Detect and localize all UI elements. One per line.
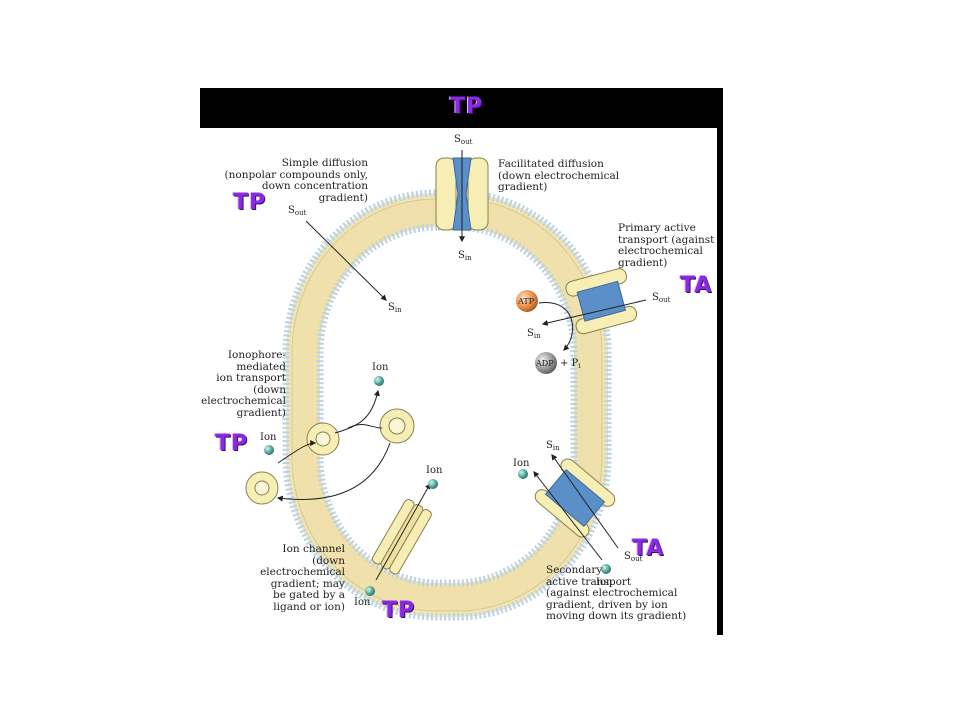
ionophore-arrow-out bbox=[334, 389, 380, 434]
adp-molecule bbox=[535, 352, 557, 374]
simple-diffusion-arrow bbox=[305, 220, 387, 301]
tag-ionophore: TP bbox=[215, 431, 249, 456]
ionophore-arrow-return bbox=[276, 442, 391, 502]
ionophore-label: Ionophore- mediated ion transport (down … bbox=[201, 349, 286, 419]
secondary-ion-inside-label: Ion bbox=[513, 458, 530, 469]
secondary-ion-outside-label: Ion bbox=[596, 577, 613, 588]
ion-left-label: Ion bbox=[260, 432, 277, 443]
primary-sout: Sout bbox=[652, 292, 671, 304]
ion-channel-outside bbox=[365, 586, 375, 596]
primary-transport-arrow bbox=[541, 299, 647, 326]
membrane-transport-diagram: Sout Sin Sout Sin ATP Sout Sin ADP + Pi bbox=[245, 134, 671, 621]
atp-molecule bbox=[516, 290, 538, 312]
slide-frame: TP bbox=[200, 88, 723, 635]
primary-active-label: Primary active transport (against electr… bbox=[618, 222, 715, 269]
ionophore-carrier-top bbox=[379, 408, 415, 444]
secondary-ion-outside bbox=[601, 564, 611, 574]
ion-top-label: Ion bbox=[372, 362, 389, 373]
primary-sin: Sin bbox=[527, 328, 541, 340]
ion-channel-inside bbox=[428, 479, 438, 489]
facilitated-sin: Sin bbox=[458, 250, 472, 262]
secondary-sout: Sout bbox=[624, 551, 643, 563]
facilitated-sout: Sout bbox=[454, 134, 473, 146]
atp-to-adp-arrow bbox=[538, 302, 573, 351]
tag-secondary-active: TA bbox=[632, 536, 665, 561]
atp-label: ATP bbox=[517, 297, 535, 306]
ionophore-arrow-in bbox=[277, 440, 317, 464]
ionophore-carrier-middle bbox=[306, 422, 340, 456]
facilitated-diffusion-label: Facilitated diffusion (down electrochemi… bbox=[498, 158, 620, 193]
adp-label: ADP bbox=[535, 359, 554, 368]
ion-channel-arrow bbox=[375, 482, 431, 581]
tag-ion-channel: TP bbox=[382, 598, 416, 623]
panel-right-border bbox=[717, 128, 723, 635]
secondary-s-arrow bbox=[551, 454, 619, 549]
secondary-ion-inside bbox=[518, 469, 528, 479]
facilitated-diffusion-transporter bbox=[435, 150, 489, 243]
tag-simple-diffusion: TP bbox=[233, 190, 267, 215]
secondary-ion-arrow bbox=[533, 471, 603, 561]
header-tag: TP bbox=[450, 94, 484, 119]
ionophore-arrow-release bbox=[347, 423, 383, 429]
tag-primary-active: TA bbox=[680, 273, 713, 298]
ion-left bbox=[264, 445, 274, 455]
secondary-sin: Sin bbox=[546, 440, 560, 452]
inner-lipid-heads bbox=[316, 223, 578, 587]
simple-sin: Sin bbox=[388, 302, 402, 314]
ion-channel-label: Ion channel (down electrochemical gradie… bbox=[260, 543, 345, 613]
ionophore-carrier-left bbox=[245, 471, 279, 505]
ion-channel-outside-label: Ion bbox=[354, 597, 371, 608]
primary-active-pump bbox=[565, 268, 638, 335]
adp-pi-label: + Pi bbox=[560, 358, 581, 370]
ion-top bbox=[374, 376, 384, 386]
secondary-active-label: Secondary active transport (against elec… bbox=[546, 564, 687, 622]
ion-channel-inside-label: Ion bbox=[426, 465, 443, 476]
simple-sout: Sout bbox=[288, 205, 307, 217]
simple-diffusion-label: Simple diffusion (nonpolar compounds onl… bbox=[224, 157, 368, 204]
diagram-panel: Sout Sin Sout Sin ATP Sout Sin ADP + Pi bbox=[200, 128, 723, 635]
